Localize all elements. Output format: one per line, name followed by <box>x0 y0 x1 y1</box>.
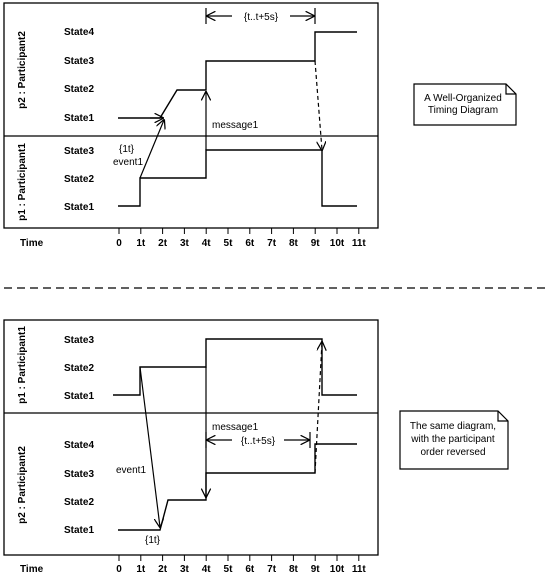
diagram2-tick-label: 4t <box>202 564 212 575</box>
diagram2-small-constraint: {1t} <box>145 535 161 546</box>
diagram1-tick-label: 0 <box>116 238 122 249</box>
diagram1-tick-label: 10t <box>330 238 345 249</box>
diagram2-tick-label: 10t <box>330 564 345 575</box>
diagram2-event-label: event1 <box>116 465 146 476</box>
diagram1-tick-label: 3t <box>180 238 190 249</box>
diagram1-time-label: Time <box>20 238 44 249</box>
diagram2-time-axis: 0 1t 2t 3t 4t 5t 6t 7t 8t 9t 10t 11t <box>116 555 366 575</box>
timing-diagram-1: p2 : Participant2 p1 : Participant1 Stat… <box>3 2 379 249</box>
diagram2-p1-lifeline <box>113 338 357 396</box>
diagram2-tick-label: 3t <box>180 564 190 575</box>
diagram1-tick-label: 6t <box>245 238 255 249</box>
diagram2-tick-label: 9t <box>311 564 321 575</box>
diagram2-constraint-label: {t..t+5s} <box>241 436 276 447</box>
diagram1-constraint-label: {t..t+5s} <box>244 12 279 23</box>
diagram1-time-axis: 0 1t 2t 3t 4t 5t 6t 7t 8t 9t 10t 11t <box>116 228 366 249</box>
diagram2-tick-label: 8t <box>289 564 299 575</box>
diagram1-tick-label: 8t <box>289 238 299 249</box>
diagram2-tick-label: 7t <box>267 564 277 575</box>
diagram2-frame <box>3 319 379 556</box>
diagram1-frame <box>3 2 379 229</box>
diagram1-note-line2: Timing Diagram <box>428 105 498 116</box>
diagram2-lane-p2: p2 : Participant2 <box>17 446 28 524</box>
diagram1-event-label: event1 <box>113 157 143 168</box>
diagram1-lane-p2: p2 : Participant2 <box>17 31 28 109</box>
diagram2-p1-state2: State2 <box>64 363 94 374</box>
diagram2-tick-label: 0 <box>116 564 122 575</box>
diagram1-small-constraint: {1t} <box>119 144 135 155</box>
diagram1-message-label: message1 <box>212 120 259 131</box>
diagram1-tick-label: 7t <box>267 238 277 249</box>
diagram1-p1-state3: State3 <box>64 146 94 157</box>
diagram2-note: The same diagram, with the participant o… <box>399 410 509 470</box>
diagram1-tick-label: 5t <box>224 238 234 249</box>
diagram1-p2-state1: State1 <box>64 113 94 124</box>
diagram1-tick-label: 1t <box>136 238 146 249</box>
diagram1-p2-lifeline <box>118 31 357 119</box>
diagram1-event1-arrow <box>139 120 164 179</box>
diagram1-tick-label: 11t <box>352 238 367 249</box>
diagram1-p2-state4: State4 <box>64 27 94 38</box>
timing-diagram-2: p1 : Participant1 p2 : Participant2 Stat… <box>3 319 379 575</box>
diagram1-p1-state2: State2 <box>64 174 94 185</box>
diagram2-tick-label: 5t <box>224 564 234 575</box>
diagram1-p1-lifeline <box>118 149 357 207</box>
diagram2-dashed-arrow <box>314 342 322 474</box>
diagram2-p2-state1: State1 <box>64 525 94 536</box>
diagram1-tick-label: 9t <box>311 238 321 249</box>
diagram1-lane-p1: p1 : Participant1 <box>17 143 28 221</box>
diagram1-p2-state3: State3 <box>64 56 94 67</box>
diagram2-note-line3: order reversed <box>420 447 485 458</box>
diagram1-note-line1: A Well-Organized <box>424 93 502 104</box>
diagram1-tick-label: 4t <box>202 238 212 249</box>
diagram1-tick-label: 2t <box>158 238 168 249</box>
diagram2-time-label: Time <box>20 564 44 575</box>
diagram1-note: A Well-Organized Timing Diagram <box>413 83 517 126</box>
diagram2-p2-lifeline <box>118 443 357 531</box>
diagram2-tick-label: 1t <box>136 564 146 575</box>
diagram2-note-line2: with the participant <box>410 434 495 445</box>
diagram1-p2-state2: State2 <box>64 84 94 95</box>
diagram2-p1-state3: State3 <box>64 335 94 346</box>
diagram2-p2-state3: State3 <box>64 469 94 480</box>
diagram2-message-label: message1 <box>212 422 259 433</box>
diagram2-lane-p1: p1 : Participant1 <box>17 326 28 404</box>
diagram2-event1-arrow <box>139 366 160 527</box>
diagram2-tick-label: 2t <box>158 564 168 575</box>
diagram2-note-line1: The same diagram, <box>410 421 496 432</box>
diagram2-tick-label: 6t <box>245 564 255 575</box>
diagram1-p1-state1: State1 <box>64 202 94 213</box>
diagram2-tick-label: 11t <box>352 564 367 575</box>
diagram1-dashed-arrow <box>314 60 322 150</box>
diagram2-p1-state1: State1 <box>64 391 94 402</box>
diagram2-p2-state2: State2 <box>64 497 94 508</box>
diagram2-p2-state4: State4 <box>64 440 94 451</box>
